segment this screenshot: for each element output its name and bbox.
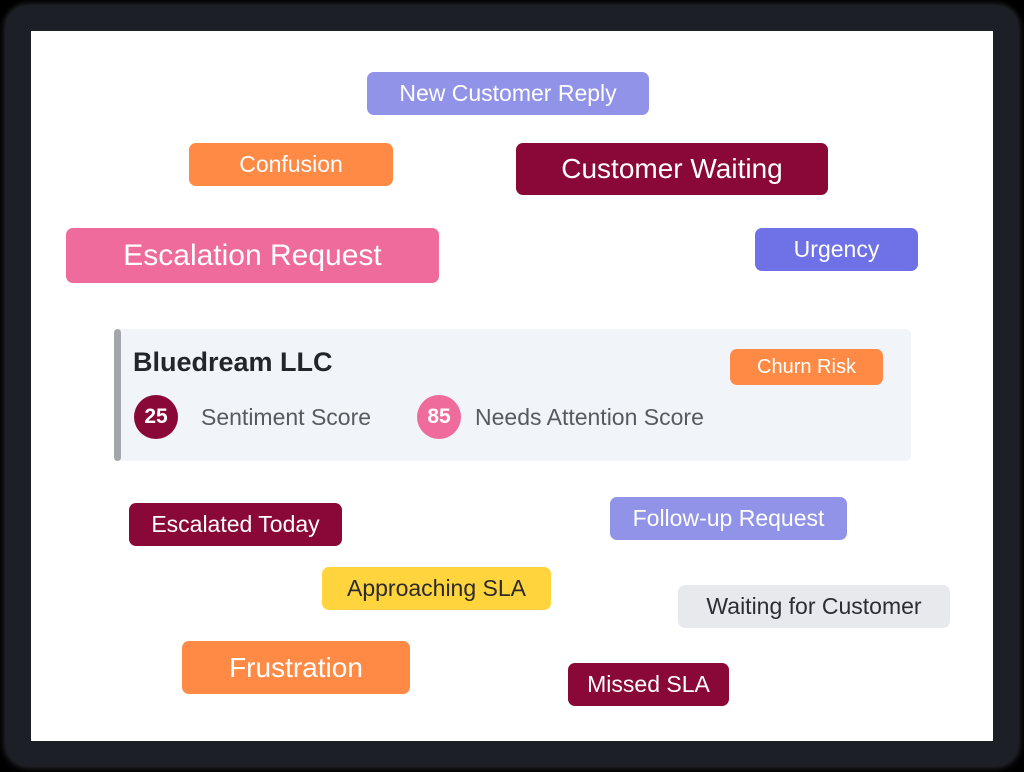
tag-missed-sla[interactable]: Missed SLA [568, 663, 729, 706]
tag-waiting-for-customer[interactable]: Waiting for Customer [678, 585, 950, 628]
tag-follow-up-request[interactable]: Follow-up Request [610, 497, 847, 540]
sentiment-score-label: Sentiment Score [201, 404, 372, 430]
tag-customer-waiting[interactable]: Customer Waiting [516, 143, 828, 195]
tag-frustration[interactable]: Frustration [182, 641, 410, 694]
tag-urgency[interactable]: Urgency [755, 228, 918, 271]
tag-escalated-today[interactable]: Escalated Today [129, 503, 342, 546]
tag-churn-risk[interactable]: Churn Risk [730, 349, 883, 385]
card-accent-bar [114, 329, 121, 461]
sentiment-score-badge: 25 [134, 395, 178, 439]
tag-confusion[interactable]: Confusion [189, 143, 393, 186]
needs-attention-score-label: Needs Attention Score [475, 404, 704, 430]
tag-new-customer-reply[interactable]: New Customer Reply [367, 72, 649, 115]
account-name: Bluedream LLC [133, 347, 333, 377]
tag-escalation-request[interactable]: Escalation Request [66, 228, 439, 283]
tag-approaching-sla[interactable]: Approaching SLA [322, 567, 551, 610]
account-card[interactable]: Bluedream LLC Churn Risk 25 Sentiment Sc… [114, 329, 911, 461]
needs-attention-score-badge: 85 [417, 395, 461, 439]
